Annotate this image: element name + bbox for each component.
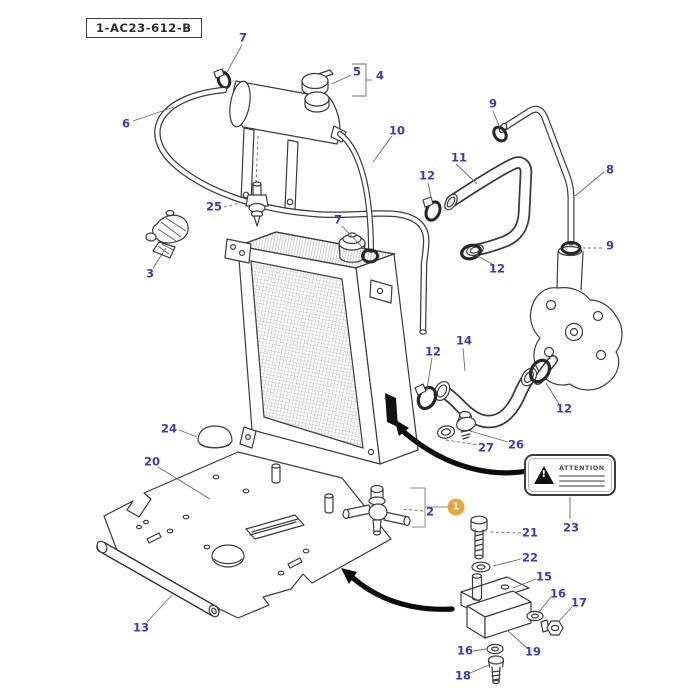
callout-10: 10 xyxy=(388,123,406,138)
callout-15: 15 xyxy=(535,569,553,584)
plug-cap-24 xyxy=(197,425,233,449)
callout-7: 7 xyxy=(238,30,248,45)
install-arrow xyxy=(341,568,455,612)
water-pump-group xyxy=(529,241,623,391)
clamp-12-d xyxy=(528,358,552,384)
badge-bracket xyxy=(410,487,448,528)
callout-14: 14 xyxy=(455,333,473,348)
hose-11 xyxy=(422,156,533,261)
callout-19: 19 xyxy=(524,644,542,659)
warning-triangle-icon: ! xyxy=(534,466,554,484)
hose-8 xyxy=(492,105,575,246)
clamp-12-b xyxy=(460,243,482,261)
callout-17: 17 xyxy=(570,595,588,610)
callout-3: 3 xyxy=(145,266,155,281)
hose-10 xyxy=(337,131,379,264)
clamp-9-bottom xyxy=(560,241,582,255)
fasteners-group xyxy=(460,515,564,685)
radiator-group xyxy=(224,231,419,465)
hose-6 xyxy=(154,86,430,335)
base-plate-group xyxy=(103,451,392,619)
attention-text-line xyxy=(559,484,605,487)
callout-4: 4 xyxy=(375,68,385,83)
callout-12: 12 xyxy=(488,261,506,276)
callout-26: 26 xyxy=(507,437,525,452)
callout-23: 23 xyxy=(562,520,580,535)
callout-8: 8 xyxy=(605,162,615,177)
attention-text-line xyxy=(559,474,605,477)
leader-lines xyxy=(132,44,605,674)
header-tank-group xyxy=(213,68,347,211)
location-marker xyxy=(385,393,398,427)
callout-18: 18 xyxy=(454,668,472,683)
attention-arrow xyxy=(394,419,535,476)
callout-7: 7 xyxy=(333,212,343,227)
callout-22: 22 xyxy=(521,550,539,565)
exclamation-mark: ! xyxy=(541,469,547,480)
temp-sensor-25 xyxy=(245,135,269,227)
reference-code: 1-AC23-612-B xyxy=(96,21,192,35)
clamp-7-bottom xyxy=(361,248,379,264)
drain-tap-2 xyxy=(342,484,411,536)
callout-16: 16 xyxy=(456,643,474,658)
callout-20: 20 xyxy=(143,454,161,469)
callout-2: 2 xyxy=(425,504,435,519)
reference-code-box: 1-AC23-612-B xyxy=(86,18,202,38)
callout-16: 16 xyxy=(549,586,567,601)
callout-12: 12 xyxy=(424,344,442,359)
callout-12: 12 xyxy=(418,168,436,183)
callout-24: 24 xyxy=(160,421,178,436)
hose-14 xyxy=(414,358,552,429)
clamp-9-top xyxy=(492,125,508,143)
callout-9: 9 xyxy=(605,238,615,253)
thermostat-3 xyxy=(145,209,189,259)
attention-title: ATTENTION xyxy=(559,463,605,472)
callout-11: 11 xyxy=(450,150,468,165)
callout-25: 25 xyxy=(205,199,223,214)
attention-decal-inner: ! ATTENTION xyxy=(528,458,612,492)
callout-21: 21 xyxy=(521,525,539,540)
callout-9: 9 xyxy=(488,96,498,111)
clamp-12-a xyxy=(424,200,442,222)
callout-12: 12 xyxy=(555,401,573,416)
attention-text-block: ATTENTION xyxy=(559,464,605,487)
attention-text-line xyxy=(559,479,605,482)
callout-6: 6 xyxy=(121,116,131,131)
drain-plug-group xyxy=(436,410,476,440)
highlight-badge-label: 1 xyxy=(452,501,460,513)
callout-5: 5 xyxy=(352,64,362,79)
callout-27: 27 xyxy=(477,440,495,455)
callout-13: 13 xyxy=(132,620,150,635)
highlight-badge[interactable]: 1 xyxy=(447,498,465,516)
foam-strip-13 xyxy=(96,540,220,618)
attention-decal: ! ATTENTION xyxy=(524,454,616,496)
